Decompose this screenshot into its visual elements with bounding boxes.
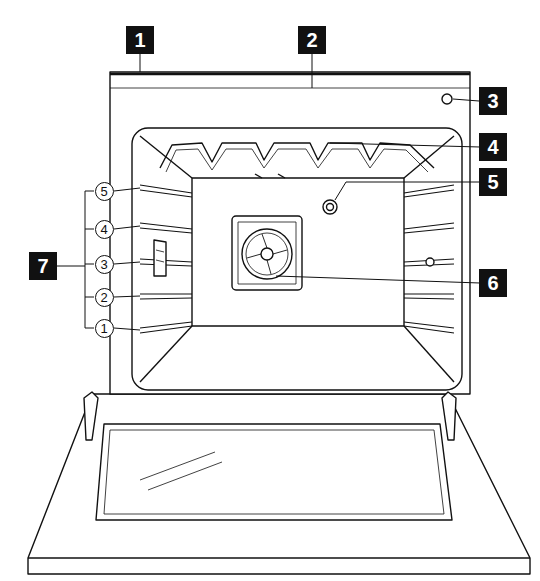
number-text: 4 [100,223,107,236]
number-text: 7 [37,256,48,276]
shelf-number: 3 [95,255,114,274]
shelf-number: 2 [95,288,114,307]
callout-number: 2 [298,26,326,54]
number-text: 2 [100,291,107,304]
shelf-number: 1 [95,319,114,338]
number-text: 5 [487,172,498,192]
callout-number: 7 [29,252,57,280]
number-text: 5 [100,185,107,198]
number-text: 4 [487,137,498,157]
callout-number: 4 [479,133,507,161]
number-text: 3 [100,258,107,271]
callout-number: 5 [479,168,507,196]
number-text: 1 [134,30,145,50]
number-text: 2 [306,30,317,50]
shelf-number: 5 [95,182,114,201]
number-text: 1 [100,322,107,335]
callout-number: 3 [479,87,507,115]
shelf-number: 4 [95,220,114,239]
number-text: 3 [487,91,498,111]
number-text: 6 [487,273,498,293]
callout-number: 1 [126,26,154,54]
callout-number: 6 [479,269,507,297]
